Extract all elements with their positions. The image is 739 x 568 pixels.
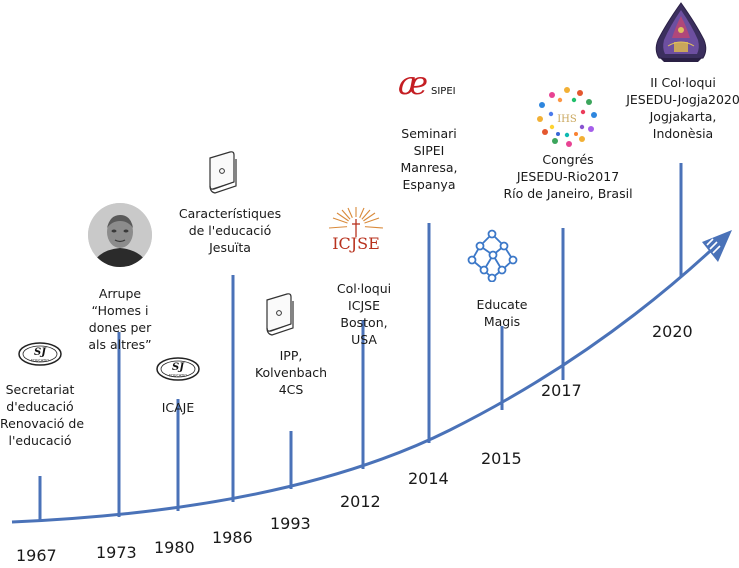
- event-label-1967: Secretariat d'educació Renovació de l'ed…: [0, 381, 85, 449]
- year-2017: 2017: [541, 381, 582, 400]
- event-label-line: IPP,: [279, 348, 303, 363]
- icjse-logo-text: ICJSE: [332, 234, 380, 253]
- event-label-line: d'educació: [6, 399, 74, 414]
- event-label-line: Espanya: [402, 177, 456, 192]
- event-label-line: JESEDU-Rio2017: [516, 169, 620, 184]
- event-label-1993: IPP, Kolvenbach 4CS: [248, 347, 334, 398]
- event-label-line: USA: [351, 332, 377, 347]
- year-1973: 1973: [96, 543, 137, 562]
- event-label-1986: Característiques de l'educació Jesuïta: [170, 205, 290, 256]
- jesedu-rio-logo-text: IHS: [557, 114, 577, 125]
- event-label-line: Indonèsia: [652, 126, 714, 141]
- event-label-line: Magis: [483, 314, 521, 329]
- event-label-line: Manresa,: [400, 160, 458, 175]
- sipei-logo-text: SIPEI: [431, 86, 456, 97]
- svg-text:SJ: SJ: [34, 347, 47, 358]
- event-label-line: Río de Janeiro, Brasil: [503, 186, 633, 201]
- event-label-1973: Arrupe “Homes i dones per als altres”: [75, 285, 165, 353]
- sj-educatio-seal-icon: SJ EDUCATIO: [155, 356, 201, 386]
- event-label-line: Característiques: [178, 206, 282, 221]
- event-label-line: 4CS: [278, 382, 304, 397]
- book-icon: [258, 290, 298, 342]
- svg-text:æ: æ: [398, 64, 428, 102]
- event-label-line: “Homes i: [91, 303, 149, 318]
- gunungan-icon: [648, 2, 714, 68]
- event-label-line: JESEDU-Jogja2020: [626, 92, 739, 107]
- svg-text:EDUCATIO: EDUCATIO: [169, 374, 187, 378]
- event-label-line: Kolvenbach: [254, 365, 328, 380]
- year-2020: 2020: [652, 322, 693, 341]
- event-label-1980: ICAJE: [148, 399, 208, 416]
- network-icon: [466, 226, 520, 286]
- event-label-line: dones per: [88, 320, 152, 335]
- icjse-logo-icon: ICJSE: [327, 205, 385, 267]
- year-2012: 2012: [340, 492, 381, 511]
- svg-text:SJ: SJ: [172, 362, 185, 373]
- event-label-line: Seminari: [401, 126, 457, 141]
- event-label-line: ICJSE: [348, 298, 380, 313]
- year-1993: 1993: [270, 514, 311, 533]
- event-label-line: Congrés: [542, 152, 594, 167]
- event-label-line: Jogjakarta,: [649, 109, 717, 124]
- year-2015: 2015: [481, 449, 522, 468]
- event-label-2014: Seminari SIPEI Manresa, Espanya: [386, 125, 472, 193]
- event-label-2012: Col·loqui ICJSE Boston, USA: [322, 280, 406, 348]
- event-label-line: Secretariat: [5, 382, 75, 397]
- arrowhead-stripes: [706, 238, 721, 254]
- event-label-line: de l'educació: [188, 223, 272, 238]
- sj-educatio-seal-icon: SJ EDUCATIO: [17, 341, 63, 371]
- year-1986: 1986: [212, 528, 253, 547]
- event-label-line: SIPEI: [413, 143, 445, 158]
- event-label-line: Arrupe: [98, 286, 142, 301]
- event-label-2017: Congrés JESEDU-Rio2017 Río de Janeiro, B…: [496, 151, 640, 202]
- book-icon: [201, 148, 241, 200]
- svg-text:EDUCATIO: EDUCATIO: [31, 359, 49, 363]
- year-1967: 1967: [16, 546, 57, 565]
- event-label-line: Col·loqui: [336, 281, 392, 296]
- event-label-line: l'educació: [8, 433, 72, 448]
- timeline-arrowhead: [702, 230, 732, 262]
- timeline-curve: [11, 238, 724, 524]
- year-1980: 1980: [154, 538, 195, 557]
- event-label-line: Renovació de: [0, 416, 85, 431]
- event-label-line: Boston,: [340, 315, 388, 330]
- arrupe-portrait-icon: [87, 202, 153, 272]
- event-label-line: Jesuïta: [209, 240, 251, 255]
- event-label-line: ICAJE: [161, 400, 195, 415]
- year-2014: 2014: [408, 469, 449, 488]
- event-label-line: Educate: [476, 297, 528, 312]
- jesedu-rio-logo-icon: IHS: [536, 86, 598, 152]
- event-label-2020: II Col·loqui JESEDU-Jogja2020 Jogjakarta…: [622, 74, 739, 142]
- event-label-2015: Educate Magis: [462, 296, 542, 330]
- event-label-line: als altres”: [88, 337, 152, 352]
- sipei-logo-icon: æ SIPEI: [396, 64, 462, 108]
- event-label-line: II Col·loqui: [650, 75, 716, 90]
